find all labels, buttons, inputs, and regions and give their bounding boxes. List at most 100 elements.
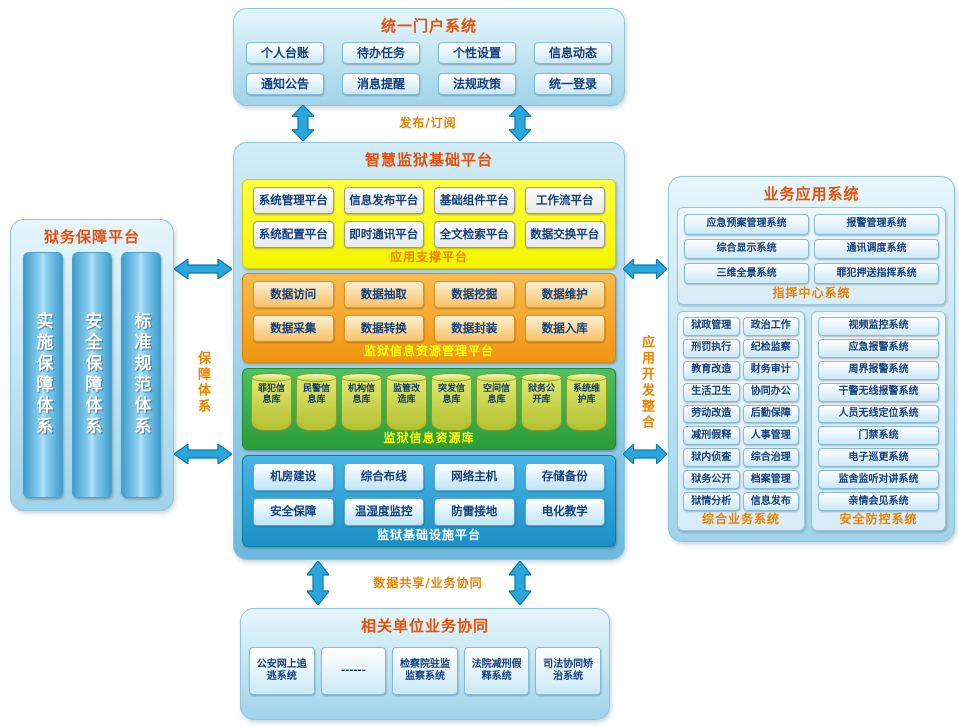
- security-system-item: 周界报警系统: [818, 360, 939, 380]
- resource-mgmt-item: 数据抽取: [343, 281, 424, 308]
- command-system-item: 罪犯押送指挥系统: [814, 263, 939, 284]
- command-system-item: 应急预案管理系统: [684, 214, 809, 235]
- resource-mgmt-item: 数据访问: [253, 281, 334, 308]
- database-cylinder: 狱务公开库: [521, 373, 562, 431]
- business-system-item: 档案管理: [742, 470, 799, 490]
- app-integration-label: 应用开发整合: [639, 334, 654, 431]
- infrastructure-item: 电化教学: [524, 498, 605, 526]
- command-center-label: 指挥中心系统: [772, 286, 851, 300]
- security-system-item: 应急报警系统: [818, 338, 939, 358]
- collaboration-item: 公安网上追逃系统: [249, 647, 315, 695]
- database-cylinder-label: 民警信息库: [302, 384, 330, 405]
- business-system-item: 生活卫生: [683, 382, 740, 402]
- collaboration-item: 司法协同矫治系统: [535, 647, 601, 695]
- double-arrow-horizontal-icon: [174, 444, 232, 464]
- app-support-item: 即时通讯平台: [343, 221, 424, 248]
- resource-mgmt-item: 数据采集: [253, 315, 334, 342]
- resource-mgmt-item: 数据入库: [524, 315, 605, 342]
- collaboration-title: 相关单位业务协同: [360, 617, 489, 635]
- resource-mgmt-item: 数据封装: [434, 315, 515, 342]
- portal-item: 通知公告: [246, 73, 324, 95]
- security-system-item: 人员无线定位系统: [818, 404, 939, 424]
- infrastructure-item: 安全保障: [253, 498, 334, 526]
- resource-db-label: 监狱信息资源库: [383, 431, 475, 445]
- guarantee-box: 狱务保障平台 实施保障体系 安全保障体系 标准规范体系: [10, 219, 174, 511]
- guarantee-system-label: 保障体系: [195, 351, 210, 415]
- resource-mgmt-panel: 数据访问 数据抽取 数据挖掘 数据维护 数据采集 数据转换 数据封装 数据入库 …: [242, 273, 616, 363]
- app-support-label: 应用支撑平台: [389, 250, 468, 264]
- app-support-panel: 系统管理平台 信息发布平台 基础组件平台 工作流平台 系统配置平台 即时通讯平台…: [242, 179, 616, 269]
- portal-item: 个性设置: [438, 42, 516, 64]
- business-system-item: 纪检监察: [742, 338, 799, 358]
- business-system-item: 政治工作: [742, 317, 799, 336]
- data-share-label: 数据共享/业务协同: [373, 576, 483, 590]
- command-system-item: 通讯调度系统: [814, 238, 939, 260]
- security-systems-label: 安全防控系统: [839, 512, 918, 526]
- double-arrow-horizontal-icon: [174, 259, 232, 279]
- database-cylinder: 突发信息库: [431, 373, 472, 431]
- guarantee-pillar: 实施保障体系: [23, 252, 63, 498]
- platform-title: 智慧监狱基础平台: [364, 151, 493, 169]
- database-cylinder: 机构信息库: [341, 373, 382, 431]
- double-arrow-horizontal-icon: [623, 444, 667, 464]
- business-system-item: 狱务公开: [683, 470, 740, 490]
- infrastructure-item: 网络主机: [434, 463, 515, 491]
- database-cylinder-label: 狱务公开库: [527, 384, 555, 405]
- app-support-item: 基础组件平台: [434, 187, 515, 214]
- command-system-item: 报警管理系统: [814, 214, 939, 235]
- command-center-panel: 应急预案管理系统 报警管理系统 综合显示系统 通讯调度系统 三维全景系统 罪犯押…: [677, 207, 946, 305]
- security-systems-panel: 视频监控系统 应急报警系统 周界报警系统 干警无线报警系统 人员无线定位系统 门…: [811, 311, 946, 531]
- app-support-item: 系统管理平台: [253, 187, 334, 214]
- business-box: 业务应用系统 应急预案管理系统 报警管理系统 综合显示系统 通讯调度系统 三维全…: [668, 176, 955, 542]
- business-system-item: 狱情分析: [683, 492, 740, 511]
- business-system-item: 财务审计: [742, 360, 799, 380]
- comprehensive-business-label: 综合业务系统: [701, 512, 780, 526]
- database-cylinder-label: 系统维护库: [572, 384, 600, 405]
- infrastructure-label: 监狱基础设施平台: [376, 528, 481, 542]
- database-cylinder-label: 机构信息库: [347, 384, 375, 405]
- security-system-item: 电子巡更系统: [818, 448, 939, 468]
- resource-mgmt-item: 数据挖掘: [434, 281, 515, 308]
- comprehensive-business-panel: 狱政管理 政治工作 刑罚执行 纪检监察 教育改造 财务审计 生活卫生 协同办公 …: [677, 311, 805, 531]
- business-system-item: 人事管理: [742, 426, 799, 446]
- database-cylinder-label: 突发信息库: [437, 384, 465, 405]
- platform-box: 智慧监狱基础平台 系统管理平台 信息发布平台 基础组件平台 工作流平台 系统配置…: [233, 142, 625, 560]
- resource-mgmt-item: 数据维护: [524, 281, 605, 308]
- infrastructure-item: 温湿度监控: [343, 498, 424, 526]
- business-system-item: 后勤保障: [742, 404, 799, 424]
- security-system-item: 亲情会见系统: [818, 492, 939, 511]
- infrastructure-item: 存储备份: [524, 463, 605, 491]
- database-cylinder: 民警信息库: [296, 373, 337, 431]
- security-system-item: 视频监控系统: [818, 317, 939, 336]
- database-cylinder-label: 监管改造库: [392, 384, 420, 405]
- infrastructure-item: 机房建设: [253, 463, 334, 491]
- resource-mgmt-item: 数据转换: [343, 315, 424, 342]
- portal-item: 消息提醒: [342, 73, 420, 95]
- command-system-item: 三维全景系统: [684, 263, 809, 284]
- infrastructure-item: 防雷接地: [434, 498, 515, 526]
- business-system-item: 狱内侦查: [683, 448, 740, 468]
- double-arrow-horizontal-icon: [623, 259, 667, 279]
- security-system-item: 干警无线报警系统: [818, 382, 939, 402]
- double-arrow-vertical-icon: [509, 105, 531, 141]
- portal-item: 个人台账: [246, 42, 324, 64]
- database-cylinder: 监管改造库: [386, 373, 427, 431]
- business-system-item: 劳动改造: [683, 404, 740, 424]
- app-support-item: 系统配置平台: [253, 221, 334, 248]
- business-system-item: 综合治理: [742, 448, 799, 468]
- infrastructure-item: 综合布线: [343, 463, 424, 491]
- infrastructure-panel: 机房建设 综合布线 网络主机 存储备份 安全保障 温湿度监控 防雷接地 电化教学…: [242, 455, 616, 547]
- business-system-item: 信息发布: [742, 492, 799, 511]
- guarantee-pillar: 标准规范体系: [121, 252, 161, 498]
- publish-subscribe-label: 发布/订阅: [399, 116, 457, 130]
- double-arrow-vertical-icon: [509, 561, 531, 605]
- portal-item: 法规政策: [438, 73, 516, 95]
- guarantee-title: 狱务保障平台: [43, 228, 140, 246]
- business-system-item: 教育改造: [683, 360, 740, 380]
- resource-db-panel: 罪犯信息库 民警信息库 机构信息库 监管改造库 突发信息库 空间信息库 狱务公开…: [242, 368, 616, 450]
- double-arrow-vertical-icon: [307, 561, 329, 605]
- database-cylinder: 系统维护库: [566, 373, 607, 431]
- guarantee-pillar: 安全保障体系: [72, 252, 112, 498]
- security-system-item: 门禁系统: [818, 426, 939, 446]
- database-cylinder: 空间信息库: [476, 373, 517, 431]
